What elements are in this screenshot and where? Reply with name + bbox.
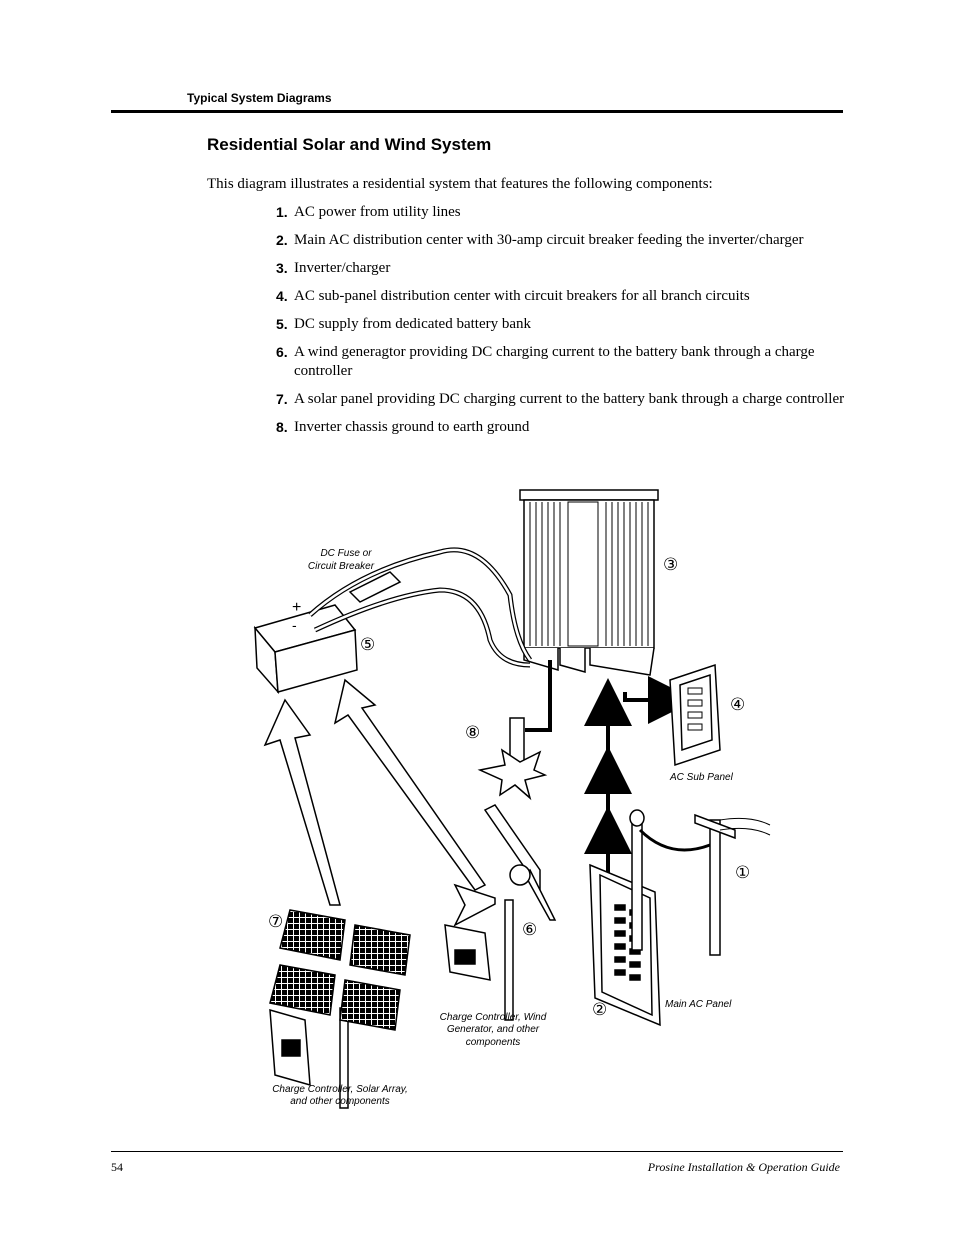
list-item: 4. AC sub-panel distribution center with … — [276, 287, 846, 306]
svg-text:-: - — [292, 617, 297, 633]
solar-array — [269, 909, 411, 1109]
item-text: Inverter chassis ground to earth ground — [294, 419, 530, 435]
list-item: 2. Main AC distribution center with 30-am… — [276, 231, 846, 250]
item-number: 6. — [276, 344, 288, 360]
item-number: 5. — [276, 316, 288, 332]
callout-7: ⑦ — [268, 912, 283, 931]
callout-2: ② — [592, 1000, 607, 1019]
callout-1: ① — [735, 863, 750, 882]
callout-6: ⑥ — [522, 920, 537, 939]
main-ac-panel-label: Main AC Panel — [665, 999, 732, 1010]
utility-pole — [629, 809, 771, 956]
list-item: 6. A wind generagtor providing DC chargin… — [276, 343, 846, 381]
wind-label-line3: components — [466, 1037, 520, 1048]
list-item: 7. A solar panel providing DC charging cu… — [276, 390, 846, 409]
system-diagram: + - — [253, 489, 771, 1109]
list-item: 8. Inverter chassis ground to earth groun… — [276, 418, 846, 437]
item-text: AC sub-panel distribution center with ci… — [294, 288, 750, 304]
solar-label-line2: and other components — [290, 1096, 390, 1107]
item-text: Main AC distribution center with 30-amp … — [294, 232, 804, 248]
wind-label-line1: Charge Controller, Wind — [440, 1012, 547, 1023]
list-item: 5. DC supply from dedicated battery bank — [276, 315, 846, 334]
list-item: 3. Inverter/charger — [276, 259, 846, 278]
component-list: 1. AC power from utility lines 2. Main AC … — [276, 203, 846, 446]
item-number: 4. — [276, 288, 288, 304]
inverter-charger — [519, 489, 659, 676]
item-number: 8. — [276, 419, 288, 435]
guide-title: Prosine Installation & Operation Guide — [647, 1160, 840, 1174]
footer-rule — [111, 1151, 843, 1152]
callout-8: ⑧ — [465, 723, 480, 742]
ac-sub-panel-label: AC Sub Panel — [669, 772, 734, 783]
item-text: Inverter/charger — [294, 260, 391, 276]
intro-paragraph: This diagram illustrates a residential s… — [207, 176, 713, 192]
item-text: A solar panel providing DC charging curr… — [294, 391, 845, 407]
battery: + - — [253, 599, 358, 695]
item-text: AC power from utility lines — [294, 204, 461, 220]
svg-text:+: + — [292, 599, 301, 616]
section-header: Typical System Diagrams — [187, 91, 332, 105]
charge-arrows — [263, 678, 487, 906]
callout-5: ⑤ — [360, 635, 375, 654]
item-text: DC supply from dedicated battery bank — [294, 316, 532, 332]
callout-4: ④ — [730, 695, 745, 714]
list-item: 1. AC power from utility lines — [276, 203, 846, 222]
item-text: A wind generagtor providing DC charging … — [294, 344, 815, 379]
wind-label-line2: Generator, and other — [447, 1024, 540, 1035]
fuse-label-line1: DC Fuse or — [320, 548, 372, 559]
wind-generator — [444, 804, 557, 1021]
header-rule — [111, 110, 843, 113]
ground-rod — [477, 660, 552, 801]
item-number: 1. — [276, 204, 288, 220]
page-number: 54 — [111, 1160, 123, 1174]
page-title: Residential Solar and Wind System — [207, 135, 492, 154]
dc-fuse — [348, 571, 402, 603]
fuse-label-line2: Circuit Breaker — [308, 561, 375, 572]
item-number: 3. — [276, 260, 288, 276]
solar-label-line1: Charge Controller, Solar Array, — [272, 1084, 408, 1095]
ac-sub-panel-icon — [623, 663, 721, 767]
item-number: 2. — [276, 232, 288, 248]
callout-3: ③ — [663, 555, 678, 574]
item-number: 7. — [276, 391, 288, 407]
